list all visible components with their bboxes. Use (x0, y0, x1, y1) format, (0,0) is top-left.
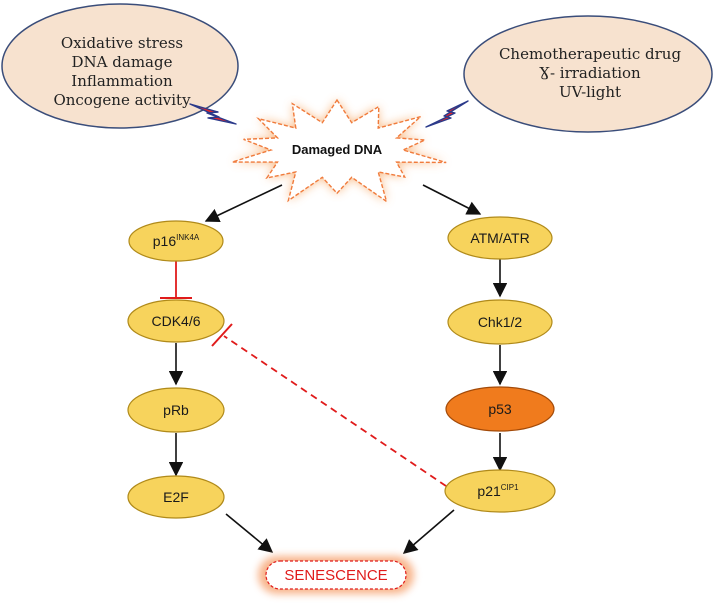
p21-label: p21 (477, 483, 501, 499)
stressor-left-line: Oxidative stress (61, 34, 183, 52)
prb-label: pRb (163, 402, 189, 418)
senescence-label: SENESCENCE (284, 567, 387, 584)
node-chk: Chk1/2 (447, 299, 553, 345)
lightning-right-icon (425, 100, 469, 128)
atm-label: ATM/ATR (470, 230, 529, 246)
cloud-right-shape (463, 15, 713, 133)
stressor-left-line: DNA damage (72, 53, 173, 71)
inhibit-bar-cdk46-dashed (211, 323, 233, 347)
inhibit-p21-cdk46 (223, 335, 447, 487)
svg-text:p16INK4A: p16INK4A (153, 233, 200, 249)
senescence-outcome: SENESCENCE (258, 556, 414, 594)
p53-label: p53 (488, 401, 512, 417)
arrow-e2f-to-senescence (225, 513, 274, 553)
damaged-dna-label: Damaged DNA (292, 142, 383, 157)
stressor-left-line: Inflammation (71, 72, 173, 90)
p16-superscript: INK4A (176, 233, 200, 242)
burst-shape (232, 98, 447, 204)
stressor-right-line: Ɣ- irradiation (539, 64, 641, 82)
damaged-dna-burst: Damaged DNA (232, 98, 447, 204)
arrow-burst-to-atm (422, 184, 482, 215)
arrow-burst-to-p16 (204, 184, 283, 222)
stressor-right-line: Chemotherapeutic drug (499, 45, 682, 63)
node-e2f: E2F (127, 475, 225, 519)
senescence-box (265, 560, 407, 590)
node-atm-atr: ATM/ATR (447, 216, 553, 260)
node-p53: p53 (445, 386, 555, 432)
node-cdk46: CDK4/6 (127, 299, 225, 343)
p16-label: p16 (153, 233, 177, 249)
p21-superscript: CIP1 (501, 483, 519, 492)
node-p16: p16INK4A (128, 220, 224, 262)
cdk46-label: CDK4/6 (151, 313, 200, 329)
stressor-cloud-left: Oxidative stress DNA damage Inflammation… (1, 3, 239, 129)
stressor-cloud-right: Chemotherapeutic drug Ɣ- irradiation UV-… (463, 15, 713, 133)
e2f-label: E2F (163, 489, 189, 505)
chk-label: Chk1/2 (478, 314, 523, 330)
svg-text:p21CIP1: p21CIP1 (477, 483, 519, 499)
node-prb: pRb (127, 387, 225, 433)
stressor-left-line: Oncogene activity (53, 91, 191, 109)
stressor-right-line: UV-light (559, 83, 621, 101)
cloud-left-shape (1, 3, 239, 129)
lightning-left-icon (189, 103, 237, 125)
node-p21: p21CIP1 (444, 469, 556, 513)
arrow-p21-to-senescence (402, 509, 455, 554)
